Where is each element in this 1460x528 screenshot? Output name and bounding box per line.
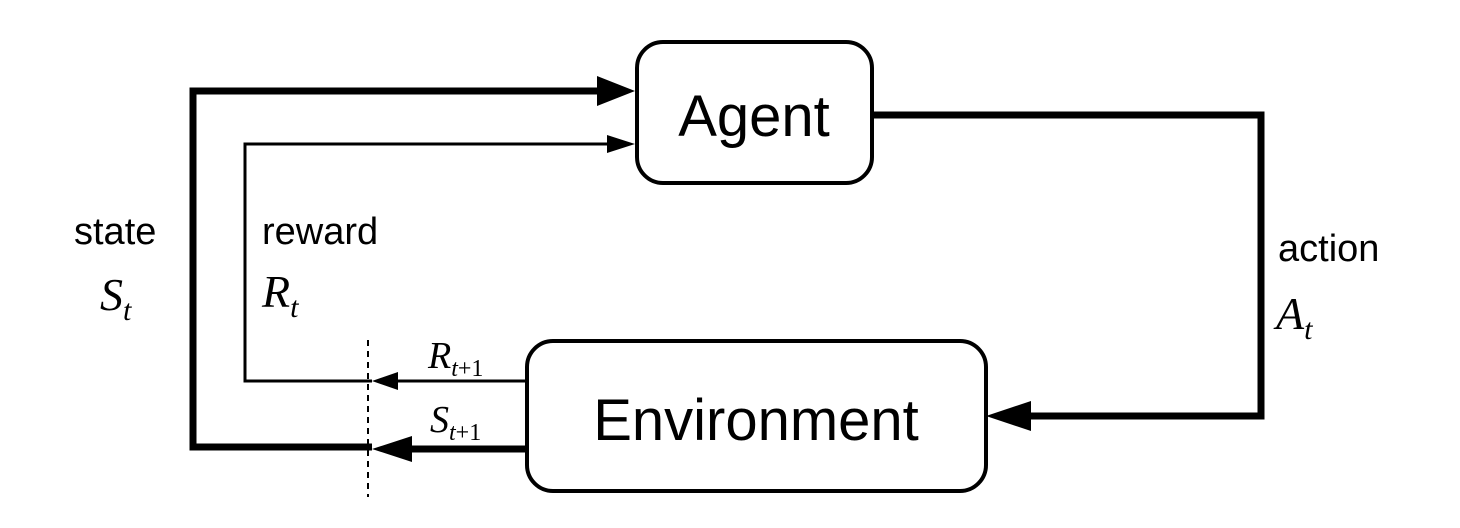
action-symbol: At [1273,288,1313,346]
next-state-arrowhead [372,436,412,462]
reward-symbol-subscript: t [290,291,299,324]
state-symbol-letter: S [100,269,123,320]
next-state-label: St+1 [430,399,481,446]
state-word: state [74,211,156,253]
state-symbol-subscript: t [123,294,132,327]
next-reward-subscript-var: t [451,356,459,382]
next-reward-subscript-rest: +1 [458,356,484,382]
agent-label: Agent [678,84,830,149]
state-symbol: St [100,269,132,327]
next-reward-label: Rt+1 [427,335,483,382]
state-arrowhead [597,76,635,106]
action-symbol-letter: A [1273,288,1305,339]
state-label-group: state St [74,211,156,327]
next-reward-letter: R [427,335,451,377]
agent-node: Agent [635,40,874,185]
action-arrowhead [986,401,1031,431]
next-state-subscript-rest: +1 [456,420,482,446]
environment-box [525,339,988,493]
state-path [189,87,605,451]
reward-word: reward [262,211,378,253]
next-state-arrow [372,436,526,462]
environment-label: Environment [593,388,919,453]
action-symbol-subscript: t [1304,313,1313,346]
reward-symbol: Rt [261,266,299,324]
next-state-letter: S [430,399,449,441]
action-label-group: action At [1273,228,1379,346]
state-arrow [189,76,635,451]
action-path [872,111,1265,420]
agent-box [635,40,874,185]
next-reward-arrow [372,372,526,390]
next-state-subscript-var: t [449,420,457,446]
reward-label-group: reward Rt [261,211,378,324]
reward-arrowhead [607,135,635,153]
reward-path [243,142,615,383]
action-word: action [1278,228,1379,270]
next-reward-arrowhead [372,372,398,390]
reward-symbol-letter: R [261,266,290,317]
environment-node: Environment [525,339,988,493]
action-arrow [872,111,1265,431]
reward-arrow [243,135,635,383]
